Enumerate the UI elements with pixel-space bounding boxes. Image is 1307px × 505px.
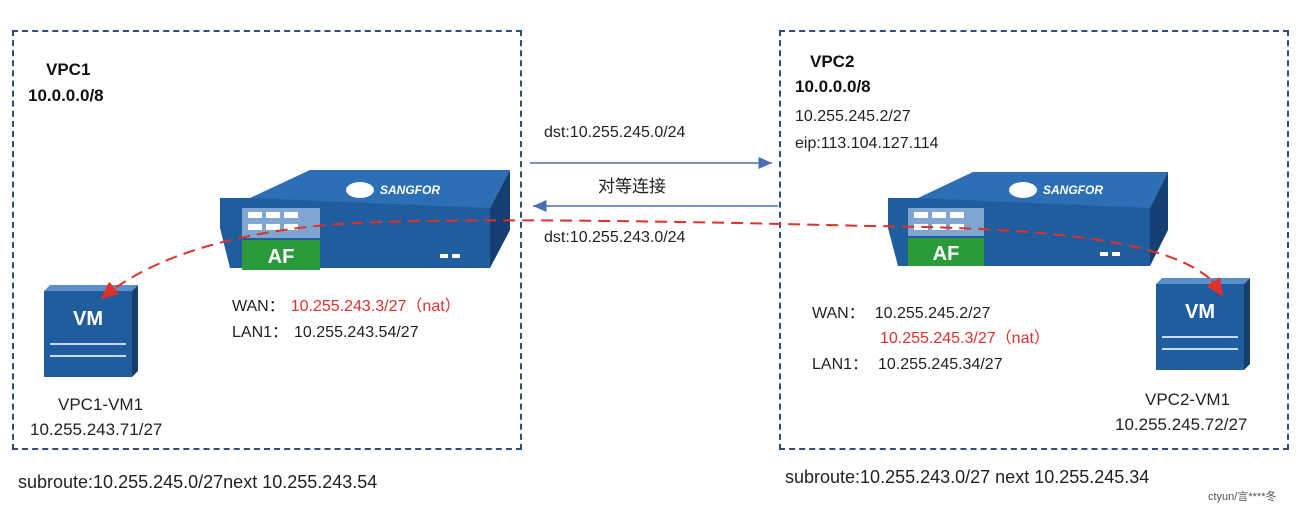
vpc2-vm-name: VPC2-VM1 [1145, 390, 1231, 409]
vpc2-af-label: AF [933, 243, 960, 265]
vpc1-firewall-device: AF SANGFOR [220, 170, 510, 270]
vpc1-vm-label: VM [73, 308, 103, 330]
vpc1-lan-row: LAN1： 10.255.243.54/27 [232, 318, 419, 342]
vpc2-wan-row: WAN： 10.255.245.2/27 [812, 299, 990, 323]
vpc2-lan-ip: 10.255.245.34/27 [878, 356, 1003, 373]
vpc1-vm-ip: 10.255.243.71/27 [30, 420, 163, 439]
vpc2-wan-ip: 10.255.245.2/27 [874, 305, 991, 322]
traffic-path-dashed [100, 219, 1223, 300]
vpc1-boundary [12, 30, 522, 450]
traffic-path-head-right [1206, 277, 1224, 297]
vpc2-cidr: 10.0.0.0/8 [795, 77, 871, 96]
vpc2-vm-ip: 10.255.245.72/27 [1115, 415, 1248, 434]
vpc1-wan-row: WAN： 10.255.243.3/27（nat） [232, 292, 461, 316]
vpc2-brand-label: SANGFOR [1043, 183, 1103, 197]
vpc1-brand-label: SANGFOR [380, 183, 440, 197]
peering-dst-right: dst:10.255.245.0/24 [544, 124, 686, 141]
vpc2-eip-line: eip:113.104.127.114 [795, 135, 939, 152]
vpc1-lan-label: LAN1： [232, 324, 289, 341]
vpc1-wan-label: WAN： [232, 298, 285, 315]
vpc2-vm-label: VM [1185, 301, 1215, 323]
vpc1-vm-device: VM [44, 285, 138, 377]
vpc2-ip-line: 10.255.245.2/27 [795, 108, 911, 125]
vpc2-boundary [779, 30, 1289, 450]
vpc1-vm-name: VPC1-VM1 [58, 395, 144, 414]
vpc2-wan-nat-ip: 10.255.245.3/27（nat） [880, 330, 1050, 347]
vpc1-name: VPC1 [46, 60, 91, 79]
watermark: ctyun/言****冬 [1208, 491, 1277, 503]
vpc1-wan-ip: 10.255.243.3/27（nat） [290, 298, 461, 315]
vpc2-lan-label: LAN1： [812, 356, 869, 373]
vpc2-lan-row: LAN1： 10.255.245.34/27 [812, 350, 1003, 374]
vpc2-subroute: subroute:10.255.243.0/27 next 10.255.245… [785, 467, 1150, 487]
vpc1-lan-ip: 10.255.243.54/27 [294, 324, 419, 341]
vpc1-af-label: AF [268, 246, 295, 268]
vpc2-name: VPC2 [810, 52, 855, 71]
vpc1-cidr: 10.0.0.0/8 [28, 86, 104, 105]
peering-label: 对等连接 [598, 177, 666, 196]
vpc2-vm-device: VM [1156, 278, 1250, 370]
peering-dst-left: dst:10.255.243.0/24 [544, 229, 686, 246]
vpc2-wan-label: WAN： [812, 305, 865, 322]
vpc1-subroute: subroute:10.255.245.0/27next 10.255.243.… [18, 472, 378, 492]
